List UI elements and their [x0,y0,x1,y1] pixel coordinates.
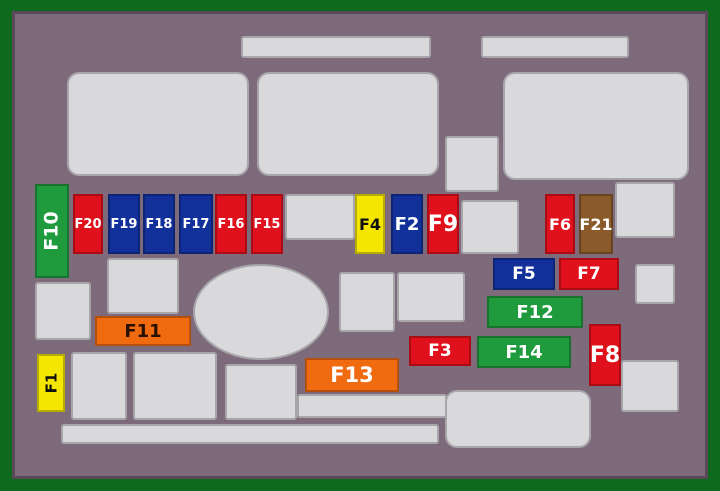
relay-large-bottom [445,390,591,448]
relay-slot-e [71,352,127,420]
fuse-F12[interactable]: F12 [487,296,583,328]
relay-slot-f [133,352,217,420]
fuse-F15[interactable]: F15 [251,194,283,254]
fuse-F11[interactable]: F11 [95,316,191,346]
relay-slot-right-bottom [621,360,679,412]
relay-round [193,264,329,360]
fuse-F16[interactable]: F16 [215,194,247,254]
fuse-F1[interactable]: F1 [37,354,65,412]
relay-large-2 [257,72,439,176]
relay-slot-mid [285,194,355,240]
fuse-F3[interactable]: F3 [409,336,471,366]
bottom-bar [61,424,439,444]
fuse-F5[interactable]: F5 [493,258,555,290]
fuse-F18[interactable]: F18 [143,194,175,254]
relay-slot-g [225,364,297,420]
fuse-F17[interactable]: F17 [179,194,213,254]
fuse-F9[interactable]: F9 [427,194,459,254]
relay-slot-c [339,272,395,332]
top-slot-right [481,36,629,58]
fuse-F4[interactable]: F4 [355,194,385,254]
relay-large-3 [503,72,689,180]
fuse-F19[interactable]: F19 [108,194,140,254]
fuse-F20[interactable]: F20 [73,194,103,254]
fuse-box-housing: F10 F20 F19 F18 F17 F16 F15 F4 F2 F9 F6 … [12,11,708,479]
fuse-F10[interactable]: F10 [35,184,69,278]
relay-slot-right-small [635,264,675,304]
bar-mid-lower [297,394,447,418]
relay-slot-b [35,282,91,340]
relay-slot-a [107,258,179,314]
relay-small-top [445,136,499,192]
fuse-F14[interactable]: F14 [477,336,571,368]
top-slot-left [241,36,431,58]
fuse-F6[interactable]: F6 [545,194,575,254]
relay-slot-f5-area [461,200,519,254]
fuse-F7[interactable]: F7 [559,258,619,290]
relay-slot-d [397,272,465,322]
relay-slot-right-top [615,182,675,238]
fuse-F2[interactable]: F2 [391,194,423,254]
fuse-F21[interactable]: F21 [579,194,613,254]
fuse-F13[interactable]: F13 [305,358,399,392]
fuse-F8[interactable]: F8 [589,324,621,386]
relay-large-1 [67,72,249,176]
